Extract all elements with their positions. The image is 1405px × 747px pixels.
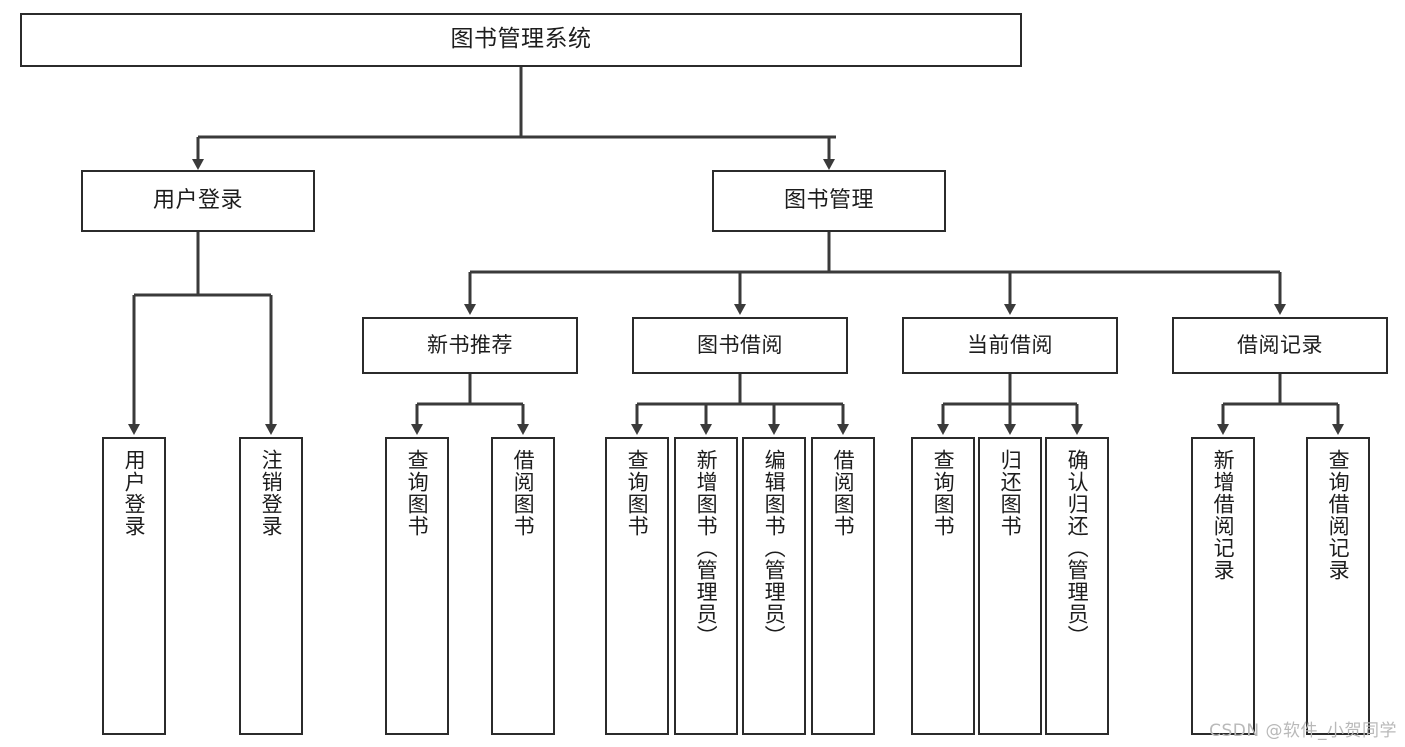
node-label: 新增图书（管理员） [694, 449, 719, 647]
leaf-user-login-logout[interactable]: 注销登录 [239, 437, 303, 735]
leaf-recommend-query-book[interactable]: 查询图书 [385, 437, 449, 735]
node-current-borrow[interactable]: 当前借阅 [902, 317, 1118, 374]
leaf-record-add-record[interactable]: 新增借阅记录 [1191, 437, 1255, 735]
node-label: 用户登录 [152, 188, 243, 214]
node-label: 当前借阅 [967, 333, 1053, 358]
leaf-borrow-edit-book-admin[interactable]: 编辑图书（管理员） [742, 437, 806, 735]
leaf-record-query-record[interactable]: 查询借阅记录 [1306, 437, 1370, 735]
node-label: 借阅图书 [831, 449, 856, 537]
node-label: 图书管理系统 [450, 26, 592, 53]
node-label: 确认归还（管理员） [1065, 449, 1090, 647]
node-label: 查询图书 [405, 449, 430, 537]
leaf-user-login-login[interactable]: 用户登录 [102, 437, 166, 735]
node-label: 图书管理 [783, 188, 874, 214]
node-root-system[interactable]: 图书管理系统 [20, 13, 1022, 67]
leaf-current-return-book[interactable]: 归还图书 [978, 437, 1042, 735]
node-book-management[interactable]: 图书管理 [712, 170, 946, 232]
node-label: 查询借阅记录 [1326, 449, 1351, 581]
node-label: 用户登录 [122, 449, 147, 537]
node-label: 查询图书 [931, 449, 956, 537]
leaf-current-confirm-return-admin[interactable]: 确认归还（管理员） [1045, 437, 1109, 735]
node-book-borrow[interactable]: 图书借阅 [632, 317, 848, 374]
leaf-borrow-add-book-admin[interactable]: 新增图书（管理员） [674, 437, 738, 735]
node-label: 注销登录 [259, 449, 284, 537]
node-label: 新增借阅记录 [1211, 449, 1236, 581]
leaf-current-query-book[interactable]: 查询图书 [911, 437, 975, 735]
node-label: 查询图书 [625, 449, 650, 537]
node-label: 归还图书 [998, 449, 1023, 537]
node-borrow-record[interactable]: 借阅记录 [1172, 317, 1388, 374]
node-user-login[interactable]: 用户登录 [81, 170, 315, 232]
node-label: 新书推荐 [427, 333, 513, 358]
watermark-text: CSDN @软件_小贺同学 [1209, 721, 1397, 741]
leaf-borrow-borrow-book[interactable]: 借阅图书 [811, 437, 875, 735]
node-label: 借阅图书 [511, 449, 536, 537]
node-label: 编辑图书（管理员） [762, 449, 787, 647]
leaf-borrow-query-book[interactable]: 查询图书 [605, 437, 669, 735]
leaf-recommend-borrow-book[interactable]: 借阅图书 [491, 437, 555, 735]
node-label: 图书借阅 [697, 333, 783, 358]
node-new-book-recommend[interactable]: 新书推荐 [362, 317, 578, 374]
node-label: 借阅记录 [1237, 333, 1323, 358]
